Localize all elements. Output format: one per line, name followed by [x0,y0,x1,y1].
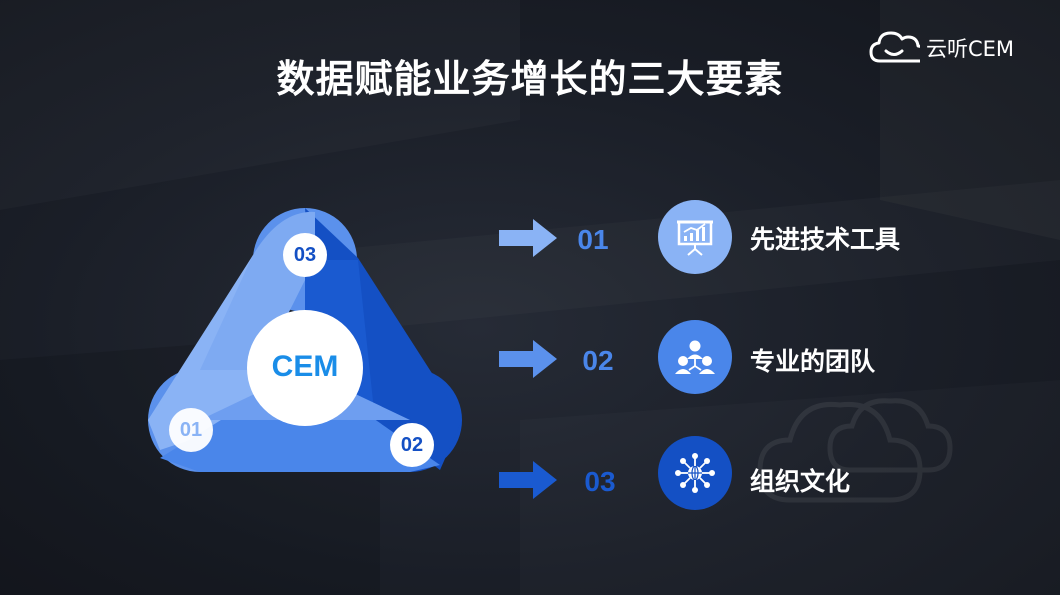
cloud-smile-icon [869,31,920,63]
item-icon-circle-01 [658,200,732,274]
presentation-chart-icon [677,220,713,256]
item-number-02: 02 [582,345,614,376]
cem-triangle-diagram [148,208,462,472]
item-icon-circle-02 [658,320,732,394]
item-label-03: 组织文化 [750,467,851,496]
item-label-02: 专业的团队 [750,347,876,376]
item-icon-circle-03 [658,436,732,510]
team-icon [675,340,715,374]
item-number-03: 03 [584,466,616,497]
cem-center-label: CEM [271,350,339,383]
petal-label-03: 03 [293,244,317,266]
item-label-01: 先进技术工具 [750,225,901,254]
logo: 云听CEM [868,30,1014,66]
arrow-icon [499,219,557,257]
logo-text: 云听CEM [926,37,1015,61]
petal-label-02: 02 [400,434,424,456]
arrow-icon [499,461,557,499]
petal-label-01: 01 [179,419,203,441]
arrow-icon [499,340,557,378]
page-title: 数据赋能业务增长的三大要素 [276,57,784,101]
network-globe-icon [675,453,715,493]
item-number-01: 01 [577,224,609,255]
